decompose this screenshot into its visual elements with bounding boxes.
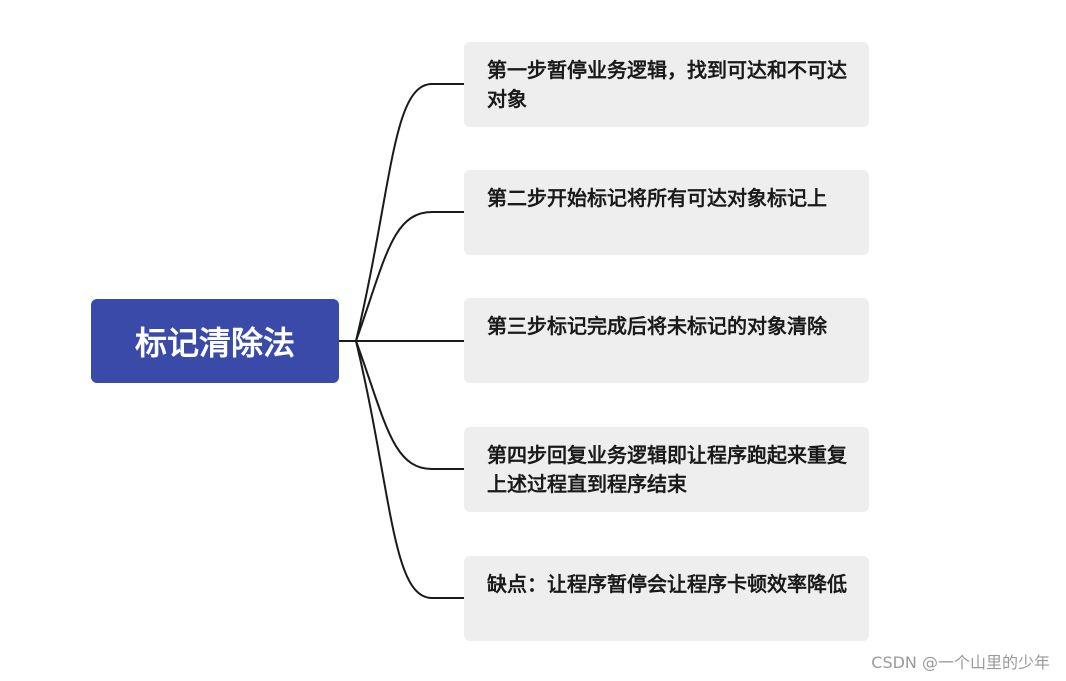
child-node-step-4[interactable]: 第四步回复业务逻辑即让程序跑起来重复上述过程直到程序结束 [464, 427, 869, 512]
connector-step-2 [355, 211, 464, 342]
child-node-label: 缺点：让程序暂停会让程序卡顿效率降低 [487, 572, 847, 596]
root-node[interactable]: 标记清除法 [91, 299, 339, 383]
child-node-step-1[interactable]: 第一步暂停业务逻辑，找到可达和不可达对象 [464, 42, 869, 127]
connector-drawback [355, 340, 464, 599]
child-node-drawback[interactable]: 缺点：让程序暂停会让程序卡顿效率降低 [464, 556, 869, 641]
child-node-label: 第三步标记完成后将未标记的对象清除 [487, 314, 827, 338]
connector-step-4 [355, 340, 464, 470]
connector-step-1 [355, 83, 464, 342]
child-node-step-2[interactable]: 第二步开始标记将所有可达对象标记上 [464, 170, 869, 255]
root-node-label: 标记清除法 [134, 324, 295, 362]
child-node-label: 第一步暂停业务逻辑，找到可达和不可达对象 [487, 58, 847, 111]
watermark-text: CSDN @一个山里的少年 [871, 653, 1050, 672]
child-node-label: 第四步回复业务逻辑即让程序跑起来重复上述过程直到程序结束 [487, 443, 847, 496]
child-node-step-3[interactable]: 第三步标记完成后将未标记的对象清除 [464, 298, 869, 383]
child-node-label: 第二步开始标记将所有可达对象标记上 [487, 186, 827, 210]
